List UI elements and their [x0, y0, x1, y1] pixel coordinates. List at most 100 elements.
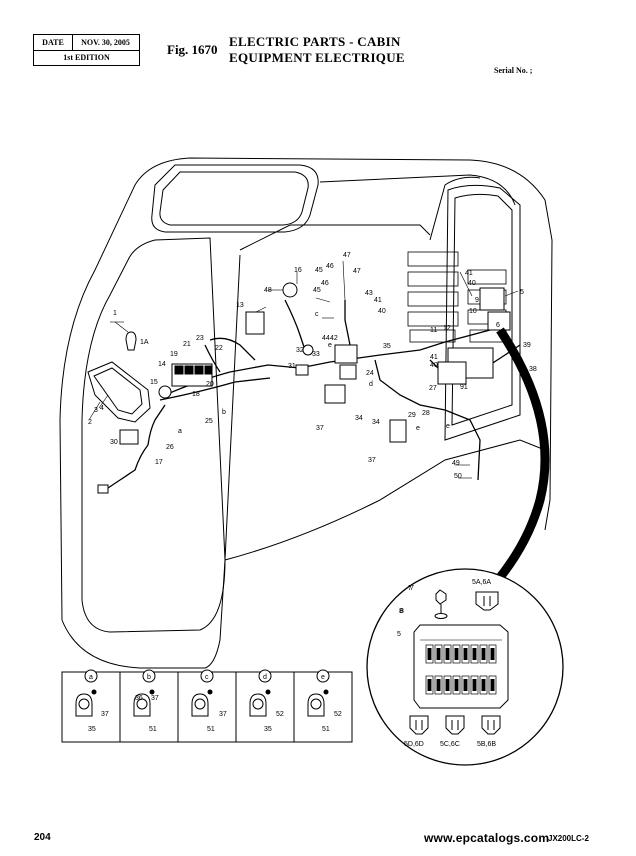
- watermark-url[interactable]: www.epcatalogs.com: [424, 831, 550, 845]
- panel-letter: e: [321, 674, 325, 681]
- panel-letter-circle: [258, 669, 272, 683]
- controller-unit: [437, 361, 467, 385]
- callout-label: 40: [468, 280, 476, 287]
- blade-fuse-icon: [445, 648, 450, 660]
- part-number: 35: [88, 726, 96, 733]
- switch-icon: [204, 365, 212, 375]
- callout-label: 1: [113, 310, 117, 317]
- date-edition-box: DATE NOV. 30, 2005 1st EDITION: [33, 34, 140, 66]
- callout-label: 37: [368, 457, 376, 464]
- washer-icon: [434, 613, 448, 619]
- callout-label: 40: [378, 308, 386, 315]
- callout-label: 47: [353, 268, 361, 275]
- part-number: 51: [322, 726, 330, 733]
- cab-light-lens: [93, 367, 143, 415]
- relay-block: [339, 364, 357, 380]
- callout-label: 34: [355, 415, 363, 422]
- clamp-ring: [252, 698, 264, 710]
- connector-block: [97, 484, 109, 494]
- part-number: 52: [334, 711, 342, 718]
- callout-label: 12: [443, 325, 451, 332]
- edition-label: 1st EDITION: [63, 53, 110, 62]
- callout-label: 49: [452, 460, 460, 467]
- callout-label: 45: [315, 267, 323, 274]
- relay-block: [334, 344, 358, 364]
- callout-label: 3: [94, 407, 98, 414]
- panel-letter-circle: [200, 669, 214, 683]
- callout-label: 1A: [140, 339, 149, 346]
- callout-label: 45: [313, 287, 321, 294]
- callout-label: 14: [158, 361, 166, 368]
- blade-fuse-icon: [454, 648, 459, 660]
- connector-block: [295, 364, 309, 376]
- callout-label: 4: [100, 405, 104, 412]
- part-number: 52: [276, 711, 284, 718]
- callout-label: 43: [365, 290, 373, 297]
- wiring-harness: [104, 299, 521, 491]
- panel-letter-circle: [316, 669, 330, 683]
- detail-leader-thick: [474, 327, 550, 606]
- blade-fuse-icon: [454, 679, 459, 691]
- edition-row: 1st EDITION: [34, 50, 139, 65]
- relay-block: [324, 384, 346, 404]
- clamp-ring: [136, 698, 148, 710]
- panel-letter: a: [89, 674, 93, 681]
- callout-label: 33: [312, 351, 320, 358]
- callout-label: 23: [196, 335, 204, 342]
- callout-label: 46: [321, 280, 329, 287]
- callout-label: 31: [288, 363, 296, 370]
- callout-label: 15: [150, 379, 158, 386]
- fuse-row-upper: [425, 644, 497, 664]
- callout-label: c: [315, 311, 319, 318]
- date-value: NOV. 30, 2005: [81, 38, 130, 47]
- connector-block: [245, 311, 265, 335]
- callout-label: 41: [430, 354, 438, 361]
- date-row: DATE NOV. 30, 2005: [34, 35, 139, 51]
- leader-lines: [88, 260, 519, 479]
- callout-label: 39: [523, 342, 531, 349]
- blade-fuse-icon: [481, 715, 501, 735]
- part-number: 37: [219, 711, 227, 718]
- callout-label: 41: [465, 270, 473, 277]
- callout-label: e: [416, 425, 420, 432]
- callout-label: 44: [322, 335, 330, 342]
- bulb-icon: [125, 331, 137, 351]
- switch-icon: [174, 365, 184, 375]
- screw-icon: [91, 689, 97, 695]
- callout-label: 5: [520, 289, 524, 296]
- callout-label: 25: [205, 418, 213, 425]
- callout-label: 32: [296, 347, 304, 354]
- blade-fuse-icon: [475, 591, 499, 611]
- callout-label: 35: [383, 343, 391, 350]
- relay-block: [479, 287, 505, 311]
- callout-label: 20: [206, 381, 214, 388]
- clamp-ring: [194, 698, 206, 710]
- panel-letter-circle: [84, 669, 98, 683]
- callout-label: 40: [430, 362, 438, 369]
- blade-fuse-icon: [463, 679, 468, 691]
- rotary-knob: [158, 385, 172, 399]
- callout-label: 13: [236, 302, 244, 309]
- callout-label: 27: [429, 385, 437, 392]
- clamp-ring: [310, 698, 322, 710]
- callout-label: 46: [326, 263, 334, 270]
- callout-label: 8: [400, 608, 404, 615]
- detail-label: 5: [397, 631, 401, 638]
- grommet: [302, 344, 314, 356]
- blade-fuse-icon: [490, 648, 495, 660]
- callout-label: 24: [366, 370, 374, 377]
- callout-label: 38: [529, 366, 537, 373]
- blade-fuse-icon: [436, 648, 441, 660]
- blade-fuse-icon: [427, 648, 432, 660]
- detail-label: 5C,6C: [440, 741, 460, 748]
- callout-label: e: [328, 342, 332, 349]
- callout-label: d: [369, 381, 373, 388]
- callout-label: 18: [192, 391, 200, 398]
- blade-fuse-icon: [481, 679, 486, 691]
- callout-label: b: [222, 409, 226, 416]
- part-number: 37: [101, 711, 109, 718]
- clamp-ring: [78, 698, 90, 710]
- callout-label: 26: [166, 444, 174, 451]
- callout-label: 22: [215, 345, 223, 352]
